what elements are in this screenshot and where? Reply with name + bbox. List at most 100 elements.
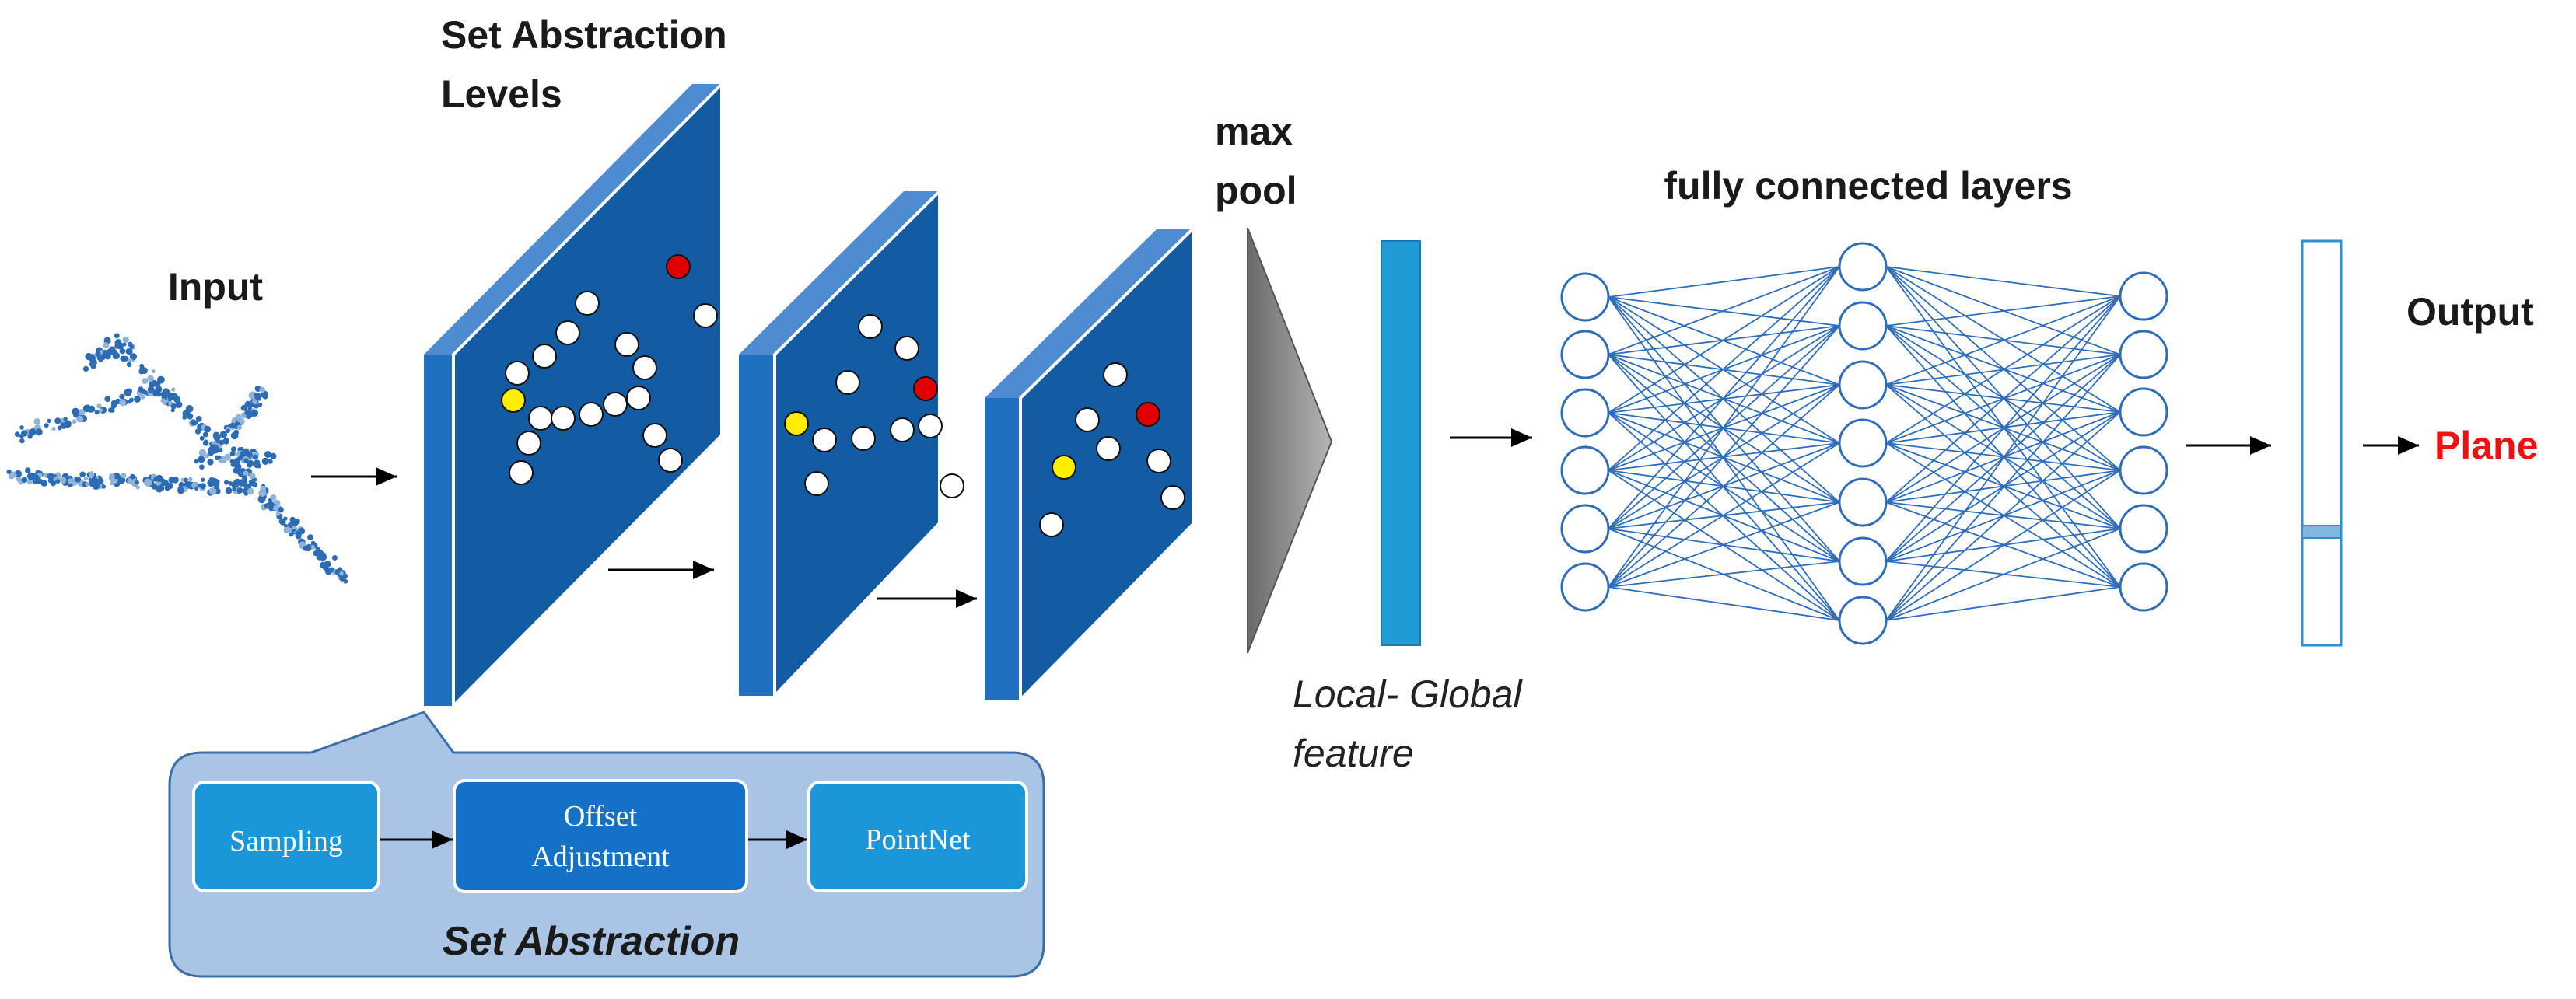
cloud-point [72,407,79,416]
cloud-point [168,477,175,484]
cloud-point [215,438,221,444]
cloud-point [224,480,229,485]
cloud-point [207,459,214,466]
cloud-point [236,424,242,431]
cloud-point [142,378,149,385]
cloud-point [264,451,271,458]
cloud-point [122,336,129,344]
cloud-point [135,485,140,490]
cloud-point [226,428,230,434]
cloud-point [54,417,61,424]
set-abstraction-level-3 [985,225,1195,704]
fc-connection [1608,325,1840,588]
cloud-point [75,476,82,483]
sample-point [918,414,943,438]
cloud-point [130,353,137,361]
cloud-point [257,464,261,469]
cloud-point [44,423,49,428]
cloud-point [203,439,209,445]
cloud-point [237,479,245,487]
cloud-point [101,484,107,489]
cloud-point [78,409,86,416]
cloud-point [72,419,77,424]
cloud-point [198,449,207,457]
cloud-point [8,473,15,480]
cloud-point [257,402,263,407]
cloud-point [249,472,256,480]
cloud-point [28,428,37,436]
fc-connection [1885,354,2121,621]
set-abstraction-level-2 [739,187,964,700]
cloud-point [208,487,217,495]
sample-point [551,406,576,431]
cloud-point [60,477,67,484]
cloud-point [267,501,275,509]
cloud-point [243,458,249,463]
sample-point [555,320,580,345]
cloud-point [198,428,202,433]
cloud-point [108,407,114,413]
cloud-point [229,422,235,428]
cloud-point [326,563,331,568]
cloud-point [270,452,277,460]
fc-connection [1608,296,1840,327]
fc-neuron [2119,271,2168,321]
fc-neuron [1560,562,1610,612]
sample-point [812,428,837,452]
cloud-point [112,351,120,360]
cloud-point [339,576,345,582]
cloud-point [127,399,132,404]
cloud-point [205,453,209,459]
cloud-point [343,578,348,584]
input-point-cloud-airplane [6,333,348,584]
fc-connection [1608,412,1840,621]
cloud-point [287,522,293,528]
cloud-point [247,410,254,418]
cloud-point [188,477,193,482]
cloud-point [144,478,152,487]
sample-point [632,355,657,380]
max-pool-triangle [1247,227,1333,654]
cloud-point [248,391,257,400]
sample-point [666,254,691,279]
cloud-point [40,480,47,487]
set-abstraction-callout: Sampling Offset Adjustment PointNet Set … [168,711,1045,978]
cloud-point [47,473,54,480]
cloud-point [225,487,233,494]
cloud-point [104,396,111,403]
fc-connection [1885,586,2121,621]
flow-arrows [311,428,2419,608]
cloud-point [255,459,261,465]
cloud-point [102,349,108,355]
cloud-point [170,403,177,410]
cloud-point [194,486,199,491]
cloud-point [33,417,41,425]
cloud-point [247,487,254,495]
cloud-point [170,408,175,413]
output-vector-bar [2301,239,2343,647]
fc-connection [1885,295,2121,386]
cloud-point [51,480,56,487]
sample-point [614,332,639,357]
cloud-point [233,466,240,474]
cloud-point [68,478,73,484]
fc-connection [1885,528,2121,621]
cloud-point [138,367,144,372]
sample-point [1103,362,1128,387]
sample-point [528,406,553,431]
sample-point [1075,407,1100,432]
fc-neuron [2119,504,2168,554]
cloud-point [122,342,127,347]
fc-connection [1885,295,2121,444]
step-sampling-label: Sampling [229,825,343,858]
output-vector [2301,239,2343,647]
step-offset-label-line2: Adjustment [531,840,670,873]
sa1-side-face [424,355,453,706]
cloud-point [270,494,277,501]
cloud-point [177,487,184,494]
sample-point [1096,436,1121,461]
fc-neuron [1838,477,1888,527]
max-pool-label-line2: pool [1215,169,1297,212]
cloud-point [140,394,145,400]
cloud-point [103,342,110,349]
